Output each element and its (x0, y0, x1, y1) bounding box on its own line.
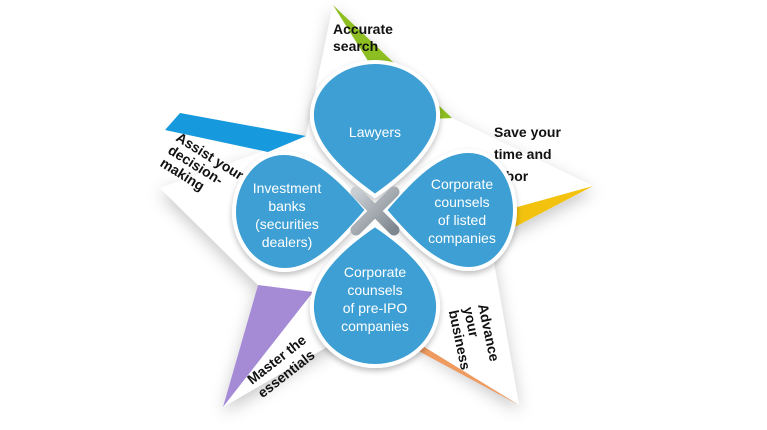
petal-left (231, 150, 370, 273)
petal-bottom (309, 222, 441, 369)
text-line: time and (494, 146, 552, 162)
wedge-left (223, 285, 313, 407)
user-label-top: Lawyers (349, 124, 401, 140)
text-line: of listed (438, 212, 486, 228)
text-line: your (460, 305, 482, 339)
text-line: Corporate (431, 176, 493, 192)
text-line: counsels (347, 282, 402, 298)
text-line: Corporate (344, 264, 406, 280)
text-line: of pre-IPO (343, 300, 408, 316)
text-line: Save your (494, 124, 561, 140)
text-line: companies (428, 230, 496, 246)
text-line: search (333, 38, 378, 54)
user-label-bottom: Corporate counsels of pre-IPO companies (341, 264, 409, 334)
petal-right (382, 148, 518, 272)
wedge-topleft (165, 113, 306, 152)
text-line: dealers) (262, 234, 313, 250)
text-line: banks (268, 198, 305, 214)
text-line: Investment (253, 180, 322, 196)
text-line: Lawyers (349, 124, 401, 140)
user-label-right: Corporate counsels of listed companies (428, 176, 496, 246)
text-line: (securities (255, 216, 319, 232)
text-line: companies (341, 318, 409, 334)
petal-top (309, 59, 441, 199)
user-label-left: Investment banks (securities dealers) (253, 180, 322, 250)
cross-x-icon (350, 186, 400, 236)
text-line: Accurate (333, 21, 393, 37)
text-line: counsels (434, 194, 489, 210)
